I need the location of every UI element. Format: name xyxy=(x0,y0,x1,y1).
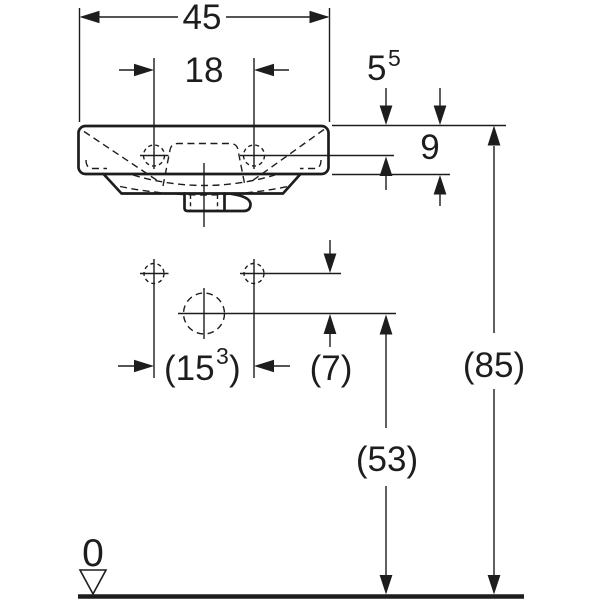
arrowhead-up-icon xyxy=(379,314,393,335)
dimension-lines xyxy=(178,312,396,576)
arrowhead-down-icon xyxy=(323,253,337,273)
arrowhead-right-icon xyxy=(254,63,274,77)
arrowhead-left-icon xyxy=(134,63,154,77)
arrowhead-up-icon xyxy=(379,156,393,176)
dimension-label-fixing-spacing-close: ) xyxy=(229,349,241,388)
dimension-fixing-spacing: (15 3 ) xyxy=(118,259,290,388)
basin-apron-outline xyxy=(102,172,302,195)
dimension-fixing-to-drain: (7) xyxy=(240,240,352,388)
dimension-label-tap-hole-drop: 5 xyxy=(367,49,386,88)
dimension-label-fixing-to-drain: (7) xyxy=(310,349,353,388)
arrowhead-right-icon xyxy=(254,359,274,373)
dimension-label-overall-width: 45 xyxy=(183,0,222,37)
dimension-label-fixing-spacing: (15 xyxy=(164,349,215,388)
dimension-lines xyxy=(119,58,289,169)
arrowhead-right-icon xyxy=(309,10,330,24)
dimension-lines xyxy=(240,240,341,347)
dimension-overall-width: 45 xyxy=(78,0,331,122)
dimension-apron-height: 9 xyxy=(332,88,506,206)
dimension-label-tap-hole-drop-superscript: 5 xyxy=(388,45,401,71)
arrowhead-down-icon xyxy=(433,105,447,125)
dimension-lines xyxy=(332,88,506,206)
dimension-lines xyxy=(240,88,394,190)
drain-trap-outline xyxy=(183,192,252,213)
arrowhead-left-icon xyxy=(79,10,100,24)
dimension-rim-height: (85) xyxy=(463,125,525,595)
arrowhead-up-icon xyxy=(487,125,501,146)
arrowhead-down-icon xyxy=(379,105,393,125)
arrowhead-left-icon xyxy=(134,359,154,373)
dimension-label-rim-height: (85) xyxy=(463,346,525,385)
dimension-lines xyxy=(118,259,290,378)
dimension-label-drain-height: (53) xyxy=(356,440,418,479)
basin-hidden-lines xyxy=(83,128,325,196)
dimension-tap-hole-drop: 5 5 xyxy=(240,45,401,190)
arrowhead-up-icon xyxy=(323,314,337,334)
drain-pipe-hidden-lines xyxy=(189,195,219,210)
arrowhead-down-icon xyxy=(379,575,393,595)
dimension-label-apron-height: 9 xyxy=(420,128,439,167)
datum-zero-label: 0 xyxy=(82,532,104,575)
dimension-lines xyxy=(78,8,331,122)
dimension-tap-hole-spacing: 18 xyxy=(119,51,289,169)
washbasin-front-view xyxy=(77,124,330,339)
dimension-label-tap-hole-spacing: 18 xyxy=(185,51,224,90)
dimension-label-fixing-spacing-superscript: 3 xyxy=(216,343,229,369)
arrowhead-down-icon xyxy=(487,575,501,595)
datum-triangle-icon xyxy=(78,569,108,596)
floor-datum: 0 xyxy=(78,532,524,599)
dimension-drain-height: (53) xyxy=(178,312,418,595)
arrowhead-up-icon xyxy=(433,175,447,195)
